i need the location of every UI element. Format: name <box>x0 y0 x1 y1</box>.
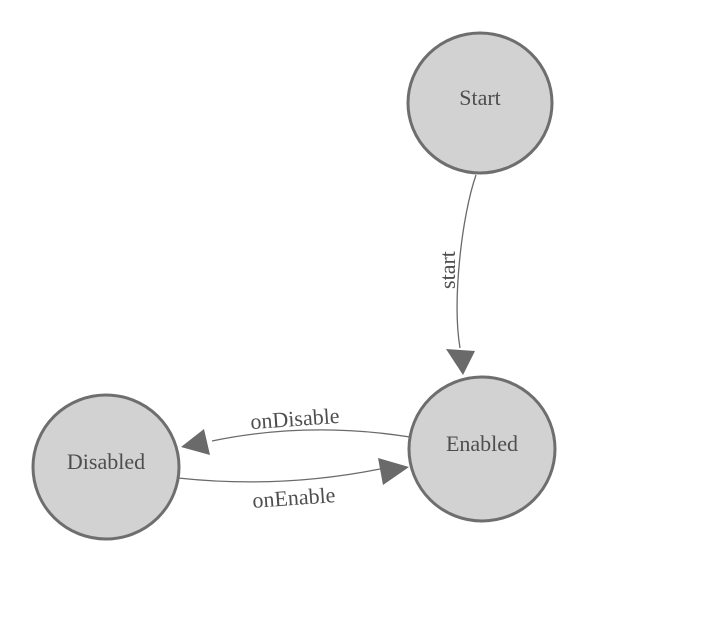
state-label-disabled: Disabled <box>67 449 145 474</box>
arrowhead-icon <box>446 349 475 375</box>
state-node-start: Start <box>406 31 554 175</box>
transition-line-ondisable <box>211 429 411 442</box>
edge-start-to-enabled: start <box>435 174 477 375</box>
state-circle <box>31 393 181 541</box>
edge-label-onenable: onEnable <box>252 482 337 513</box>
transition-line-onenable <box>177 468 381 483</box>
state-node-disabled: Disabled <box>31 393 181 541</box>
state-label-enabled: Enabled <box>446 431 518 456</box>
arrowhead-icon <box>181 429 210 455</box>
arrowhead-icon <box>378 458 409 485</box>
edge-disabled-to-enabled: onEnable <box>177 458 409 513</box>
transition-line-start <box>456 174 477 349</box>
edge-label-start: start <box>435 251 460 289</box>
state-label-start: Start <box>459 85 501 110</box>
edge-enabled-to-disabled: onDisable <box>181 403 411 455</box>
edge-label-ondisable: onDisable <box>250 403 341 434</box>
state-circle <box>406 31 554 175</box>
state-node-enabled: Enabled <box>407 375 557 523</box>
state-circle <box>407 375 557 523</box>
